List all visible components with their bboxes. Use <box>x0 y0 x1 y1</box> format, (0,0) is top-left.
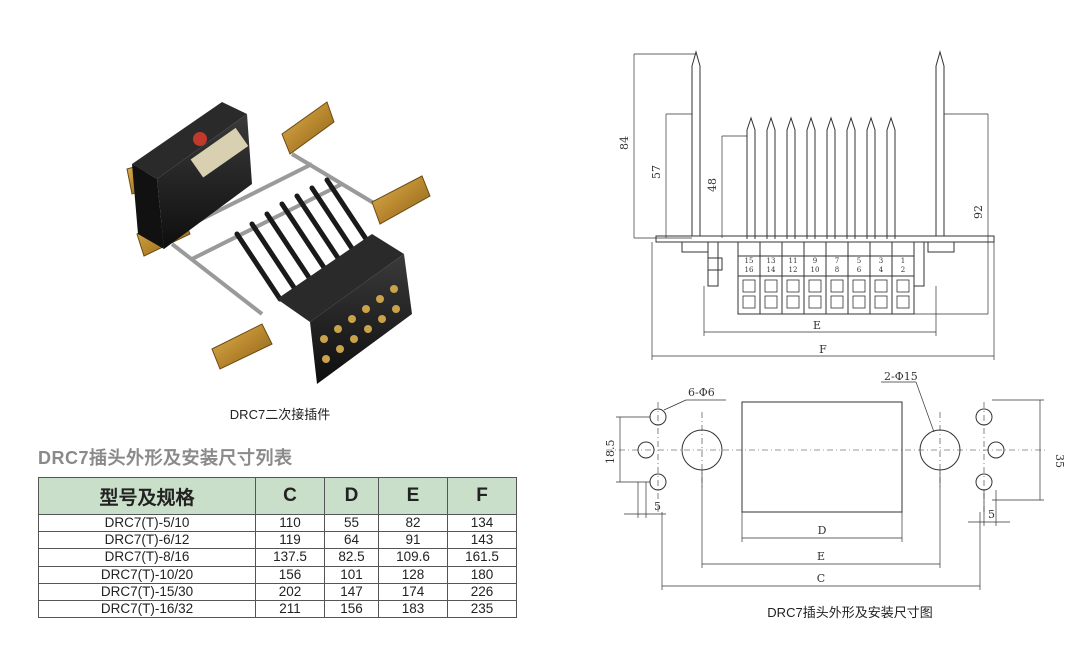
cell-f: 143 <box>447 531 517 550</box>
cell-model: DRC7(T)-6/12 <box>38 531 256 550</box>
pins <box>746 116 896 239</box>
table-row: DRC7(T)-8/16 137.5 82.5 109.6 161.5 <box>38 548 517 567</box>
dimension-92: 92 <box>972 205 985 219</box>
cell-c: 119 <box>255 531 325 550</box>
plug-pins <box>234 177 373 302</box>
table-row: DRC7(T)-10/20 156 101 128 180 <box>38 565 517 584</box>
cell-c: 137.5 <box>255 548 325 567</box>
label-large-holes: 2-Φ15 <box>884 372 918 383</box>
cell-f: 180 <box>447 565 517 584</box>
dimension-18-5: 18.5 <box>604 440 617 465</box>
header-d: D <box>323 477 380 515</box>
terminal-number: 10 <box>811 266 820 274</box>
dimension-e: E <box>817 550 825 563</box>
terminal-number: 2 <box>901 266 905 274</box>
dimension-5-right: 5 <box>988 508 995 521</box>
dimension-57: 57 <box>650 165 663 179</box>
center-lines <box>606 402 1046 512</box>
terminal-number: 11 <box>789 257 798 265</box>
side-view-drawing: 15 13 11 9 7 5 3 1 16 14 12 10 8 6 4 2 8… <box>618 50 995 360</box>
guide-posts <box>691 50 945 236</box>
header-c: C <box>255 477 325 515</box>
dimension-84: 84 <box>618 136 631 150</box>
terminal-number: 9 <box>813 257 817 265</box>
terminal-number: 7 <box>835 257 839 265</box>
cell-d: 156 <box>323 599 380 619</box>
terminal-block <box>707 241 915 315</box>
cell-f: 134 <box>447 513 517 533</box>
dimension-lines <box>616 399 1044 590</box>
cell-d: 55 <box>323 513 380 533</box>
photo-caption: DRC7二次接插件 <box>229 407 331 422</box>
table-row: DRC7(T)-16/32 211 156 183 235 <box>38 599 517 619</box>
cell-e: 183 <box>378 599 448 619</box>
table-row: DRC7(T)-15/30 202 147 174 226 <box>38 582 517 601</box>
table-row: DRC7(T)-6/12 119 64 91 143 <box>38 531 517 550</box>
dimension-35: 35 <box>1053 454 1066 468</box>
drawing-caption: DRC7插头外形及安装尺寸图 <box>767 605 933 620</box>
terminal-numbers: 15 13 11 9 7 5 3 1 16 14 12 10 8 6 4 2 <box>745 257 906 274</box>
terminal-number: 12 <box>789 266 798 274</box>
panel-cutout <box>741 401 903 513</box>
terminal-number: 16 <box>745 266 754 274</box>
cell-d: 147 <box>323 582 380 601</box>
dimension-lines <box>633 53 995 360</box>
terminal-number: 15 <box>745 257 754 265</box>
terminal-number: 8 <box>835 266 839 274</box>
table-row: DRC7(T)-5/10 110 55 82 134 <box>38 513 517 533</box>
plug-block <box>277 234 412 384</box>
mounting-hole-drawing: 6-Φ6 2-Φ15 18.5 35 5 5 D E C <box>604 372 1066 590</box>
cell-c: 202 <box>255 582 325 601</box>
cell-e: 174 <box>378 582 448 601</box>
cell-e: 82 <box>378 513 448 533</box>
connector-photo <box>126 101 431 384</box>
header-f: F <box>447 477 517 515</box>
cell-f: 226 <box>447 582 517 601</box>
terminal-number: 6 <box>857 266 862 274</box>
dimension-e: E <box>813 319 821 332</box>
cell-c: 211 <box>255 599 325 619</box>
dimension-48: 48 <box>706 178 719 192</box>
header-e: E <box>378 477 448 515</box>
table-header-row: 型号及规格 C D E F <box>38 477 517 515</box>
cell-d: 64 <box>323 531 380 550</box>
dimension-c: C <box>817 572 825 585</box>
table-title: DRC7插头外形及安装尺寸列表 <box>38 448 293 468</box>
leader-lines <box>663 381 935 433</box>
cell-e: 109.6 <box>378 548 448 567</box>
cell-model: DRC7(T)-16/32 <box>38 599 256 619</box>
terminal-number: 13 <box>767 257 776 265</box>
terminal-number: 4 <box>879 266 884 274</box>
terminal-number: 14 <box>767 266 776 274</box>
dimension-d: D <box>818 524 827 537</box>
mounting-holes <box>637 408 1005 491</box>
cell-d: 101 <box>323 565 380 584</box>
dimension-5-left: 5 <box>654 500 661 513</box>
socket-block <box>132 102 252 249</box>
dimension-table: 型号及规格 C D E F DRC7(T)-5/10 110 55 82 134… <box>38 477 517 619</box>
cell-c: 110 <box>255 513 325 533</box>
base-plate <box>655 235 995 287</box>
cell-model: DRC7(T)-10/20 <box>38 565 256 584</box>
header-model: 型号及规格 <box>38 477 256 515</box>
cell-c: 156 <box>255 565 325 584</box>
cell-f: 161.5 <box>447 548 517 567</box>
cell-d: 82.5 <box>323 548 380 567</box>
cell-e: 128 <box>378 565 448 584</box>
cell-model: DRC7(T)-8/16 <box>38 548 256 567</box>
terminal-number: 5 <box>857 257 861 265</box>
terminal-number: 3 <box>879 257 883 265</box>
cell-model: DRC7(T)-5/10 <box>38 513 256 533</box>
cell-model: DRC7(T)-15/30 <box>38 582 256 601</box>
cell-e: 91 <box>378 531 448 550</box>
cell-f: 235 <box>447 599 517 619</box>
terminal-number: 1 <box>901 257 905 265</box>
dimension-f: F <box>819 343 827 356</box>
label-small-holes: 6-Φ6 <box>688 386 715 399</box>
